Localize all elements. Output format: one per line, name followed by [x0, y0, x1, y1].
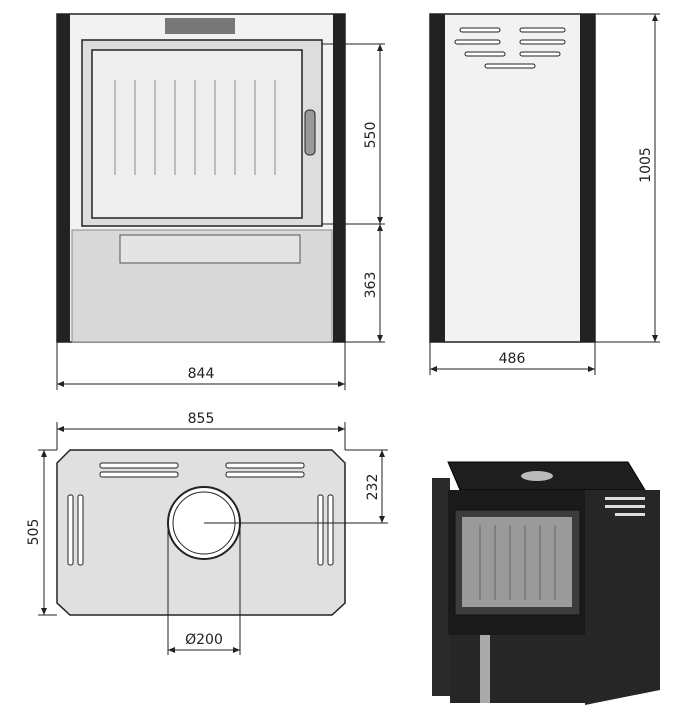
log-store: [450, 635, 585, 703]
dim-total-height: 1005: [638, 147, 654, 183]
top-view: 855 505 232 Ø200: [26, 411, 388, 655]
side-vents: [454, 27, 566, 69]
dim-flue-offset: 232: [365, 474, 381, 501]
dim-top-width: 855: [188, 411, 215, 427]
dim-top-depth: 505: [26, 519, 42, 546]
side-view: 1005 486: [429, 13, 660, 375]
right-panel: [585, 490, 660, 705]
front-view: 550 363 844: [56, 13, 385, 390]
side-front-strip: [430, 14, 445, 342]
ash-drawer: [119, 234, 301, 264]
dim-base-height: 363: [363, 272, 379, 299]
door-handle: [304, 109, 316, 156]
dim-side-depth: 486: [499, 351, 526, 367]
perspective-view: [432, 461, 660, 705]
flue-opening: [521, 471, 553, 481]
front-left-panel: [57, 14, 70, 342]
side-back-strip: [580, 14, 595, 342]
firebox-ribs: [114, 80, 276, 175]
dim-front-width: 844: [188, 366, 215, 382]
firebox-lines: [479, 525, 556, 600]
top-vents: [67, 462, 334, 566]
front-right-panel: [333, 14, 345, 342]
door-glass: [91, 49, 303, 219]
dim-flue-diameter: Ø200: [185, 632, 223, 648]
side-outline: [429, 13, 596, 343]
dim-door-height: 550: [363, 122, 379, 149]
flue-collar: [165, 18, 235, 34]
panel-vents: [605, 497, 645, 516]
left-panel: [432, 478, 450, 696]
log-store-light: [480, 635, 490, 703]
